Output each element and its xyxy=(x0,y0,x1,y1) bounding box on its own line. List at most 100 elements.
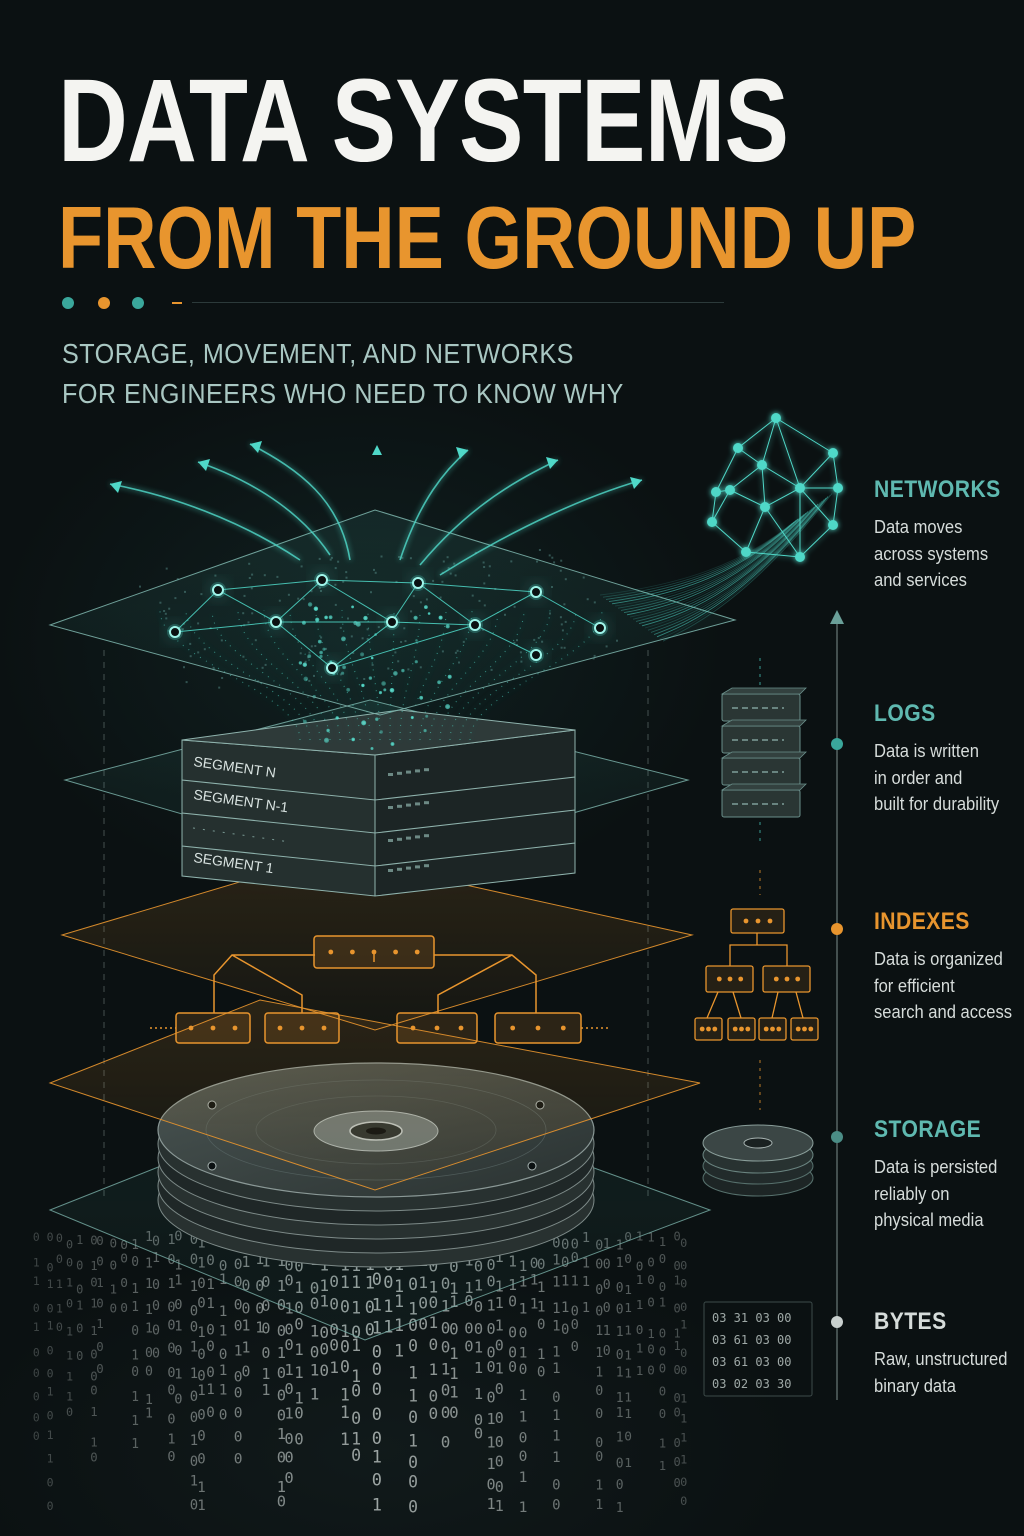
binary-digit: 0 xyxy=(595,1384,603,1399)
binary-digit: 1 xyxy=(408,1432,418,1451)
binary-digit: 1 xyxy=(66,1275,73,1289)
binary-digit: 0 xyxy=(519,1448,528,1465)
binary-digit: 1 xyxy=(242,1340,251,1357)
map-dot xyxy=(419,601,422,604)
tagline-line-2: FOR ENGINEERS WHO NEED TO KNOW WHY xyxy=(62,378,624,409)
binary-digit: 1 xyxy=(552,1361,560,1377)
binary-digit: 1 xyxy=(624,1324,632,1339)
network-node xyxy=(530,586,542,598)
binary-digit: 0 xyxy=(234,1368,243,1385)
binary-digit: 1 xyxy=(351,1336,361,1355)
binary-digit: 0 xyxy=(33,1367,40,1380)
divider-rule xyxy=(192,302,724,303)
binary-digit: 0 xyxy=(429,1404,439,1423)
map-dot xyxy=(559,616,562,619)
binary-digit: 1 xyxy=(680,1391,687,1405)
globe-node xyxy=(725,485,735,495)
binary-digit: 1 xyxy=(537,1300,546,1316)
binary-digit: 1 xyxy=(449,1344,459,1363)
binary-digit: 1 xyxy=(261,1365,270,1383)
binary-digit: 0 xyxy=(76,1283,83,1297)
map-dot xyxy=(189,642,192,645)
binary-digit: 0 xyxy=(636,1259,644,1274)
binary-digit: 0 xyxy=(508,1359,517,1376)
binary-digit: 1 xyxy=(294,1340,303,1359)
map-dot xyxy=(350,635,353,638)
binary-digit: 0 xyxy=(340,1338,350,1357)
binary-digit: 1 xyxy=(519,1387,528,1404)
title-divider xyxy=(62,296,724,310)
map-dot xyxy=(549,612,551,615)
binary-digit: 0 xyxy=(96,1295,103,1310)
binary-digit: 1 xyxy=(219,1363,228,1379)
map-dot xyxy=(582,576,585,579)
binary-digit: 0 xyxy=(190,1389,198,1405)
map-dot xyxy=(373,568,375,571)
binary-digit: 0 xyxy=(408,1453,418,1472)
map-dot xyxy=(513,605,516,608)
binary-digit: 0 xyxy=(90,1451,97,1465)
map-dot xyxy=(439,596,442,599)
binary-digit: 0 xyxy=(441,1318,451,1337)
layer-description-line: reliably on xyxy=(874,1183,950,1204)
index-key-dot xyxy=(802,1026,807,1032)
binary-digit: 0 xyxy=(234,1428,243,1445)
map-dot xyxy=(432,579,435,582)
layer-description-line: Data is written xyxy=(874,741,979,761)
timeline-axis xyxy=(759,610,844,1400)
binary-digit: 1 xyxy=(519,1344,528,1361)
binary-digit: 1 xyxy=(552,1275,560,1291)
binary-digit: 0 xyxy=(464,1338,473,1356)
binary-digit: 1 xyxy=(167,1432,175,1448)
map-dot xyxy=(221,677,224,679)
binary-digit: 1 xyxy=(674,1327,681,1341)
binary-digit: 1 xyxy=(636,1272,644,1287)
binary-digit: 1 xyxy=(408,1387,418,1406)
binary-digit: 0 xyxy=(487,1320,496,1338)
binary-digit: 0 xyxy=(603,1344,611,1359)
binary-digit: 0 xyxy=(329,1320,339,1339)
binary-digit: 1 xyxy=(131,1282,139,1297)
flow-line xyxy=(653,497,827,636)
index-key-dot xyxy=(755,918,761,924)
timeline-dot-logs xyxy=(831,738,843,750)
binary-digit: 0 xyxy=(197,1347,205,1363)
binary-digit: 0 xyxy=(66,1237,73,1251)
binary-digit: 1 xyxy=(680,1431,687,1445)
binary-digit: 0 xyxy=(408,1316,418,1335)
map-dot xyxy=(159,601,162,604)
map-dot xyxy=(251,612,254,615)
particle xyxy=(370,747,374,750)
divider-dash xyxy=(172,302,182,304)
binary-digit: 0 xyxy=(33,1231,40,1244)
binary-digit: 0 xyxy=(659,1345,666,1359)
binary-digit: 1 xyxy=(277,1478,286,1496)
map-dot xyxy=(302,598,305,601)
binary-digit: 0 xyxy=(284,1449,293,1467)
binary-digit: 1 xyxy=(340,1403,350,1422)
network-node xyxy=(412,577,424,589)
index-key-dot xyxy=(732,1026,738,1032)
binary-digit: 0 xyxy=(145,1365,153,1380)
globe-node xyxy=(795,552,805,562)
map-dot xyxy=(307,656,310,659)
index-key-dot xyxy=(763,1026,769,1032)
binary-digit: 1 xyxy=(372,1495,382,1515)
binary-digit: 1 xyxy=(110,1281,118,1296)
binary-digit: 0 xyxy=(408,1473,418,1492)
binary-digit: 0 xyxy=(167,1449,175,1465)
binary-digit: 1 xyxy=(197,1480,205,1496)
index-key-dot xyxy=(232,1025,238,1031)
binary-digit: 0 xyxy=(552,1390,560,1406)
binary-digit: 0 xyxy=(680,1300,687,1314)
binary-digit: 1 xyxy=(636,1297,644,1312)
map-dot xyxy=(261,666,264,669)
globe-nodes xyxy=(707,413,843,562)
binary-digit: 0 xyxy=(474,1298,483,1316)
flow-line xyxy=(614,517,801,607)
map-dot xyxy=(548,554,551,557)
binary-digit: 1 xyxy=(190,1473,198,1489)
binary-digit: 0 xyxy=(120,1252,128,1267)
